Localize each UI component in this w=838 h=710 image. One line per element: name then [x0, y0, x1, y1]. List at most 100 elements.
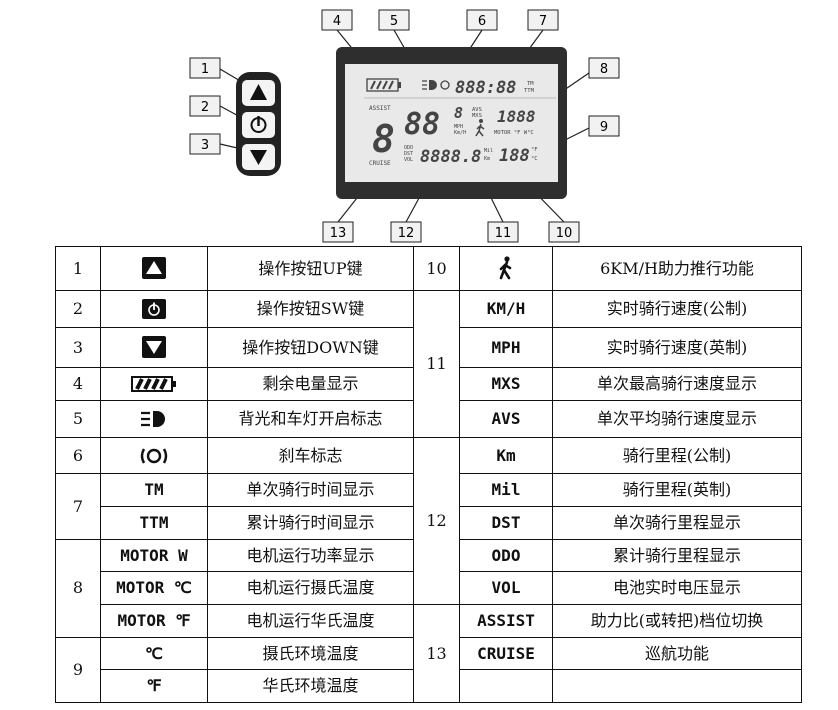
- down-button-icon: [100, 326, 208, 369]
- svg-text:CRUISE: CRUISE: [369, 160, 391, 167]
- row-number: 8: [55, 538, 101, 638]
- callout-13: 13: [330, 226, 347, 241]
- up-triangle-icon: [250, 84, 267, 100]
- svg-text:VOL: VOL: [404, 157, 413, 163]
- row-number: 7: [55, 473, 101, 540]
- svg-text:MPH: MPH: [454, 124, 463, 130]
- row-description: 刹车标志: [207, 436, 414, 475]
- callouts: 1 2 3 4 5 6 7 8 9 10 11 12 13: [189, 9, 620, 243]
- table-row: MOTOR ℃ 电机运行摄氏温度 VOL 电池实时电压显示: [56, 571, 802, 606]
- svg-text:8: 8: [372, 117, 395, 161]
- row-description: 电机运行华氏温度: [207, 604, 414, 638]
- row-description: 实时骑行速度(英制): [552, 326, 802, 369]
- svg-text:°C: °C: [531, 156, 538, 162]
- row-number: 11: [413, 289, 460, 438]
- svg-text:MOTOR °F W°C: MOTOR °F W°C: [494, 130, 534, 136]
- svg-text:ODO: ODO: [404, 145, 413, 151]
- callout-4: 4: [333, 14, 341, 29]
- row-number: 10: [413, 246, 460, 291]
- row-description: 摄氏环境温度: [207, 636, 414, 671]
- row-code: CRUISE: [459, 636, 553, 671]
- down-triangle-icon: [250, 150, 267, 165]
- table-row: ℉ 华氏环境温度: [56, 669, 802, 703]
- row-description: 华氏环境温度: [207, 669, 414, 703]
- svg-text:Mil: Mil: [484, 148, 493, 154]
- row-code: MPH: [459, 326, 553, 369]
- callout-12: 12: [398, 226, 415, 241]
- svg-text:TTM: TTM: [524, 88, 535, 94]
- row-number: 5: [55, 399, 101, 438]
- table-row: 2 操作按钮SW键 11 KM/H 实时骑行速度(公制): [55, 289, 802, 438]
- callout-5: 5: [390, 14, 398, 29]
- power-button-icon: [100, 289, 208, 328]
- row-code: MOTOR ℉: [100, 604, 208, 638]
- row-description: 单次最高骑行速度显示: [552, 367, 802, 401]
- lcd-display: 888:88 TM TTM ASSIST 8 CRUISE 88 8 AVS M…: [336, 47, 567, 199]
- svg-text:AVS: AVS: [472, 107, 482, 113]
- row-description: 骑行里程(英制): [552, 473, 802, 508]
- svg-text:188: 188: [499, 146, 530, 166]
- table-row: 1 操作按钮UP键 10 6KM/H助力推行功能: [55, 246, 802, 291]
- row-description: 电池实时电压显示: [552, 571, 802, 606]
- lcd-headlight-icon: [429, 80, 437, 90]
- row-code: MOTOR W: [100, 538, 208, 573]
- table-row: MOTOR ℉ 电机运行华氏温度 13 ASSIST 助力比(或转把)档位切换: [56, 604, 802, 703]
- row-number: 13: [413, 604, 460, 703]
- row-description: 剩余电量显示: [207, 367, 414, 401]
- callout-10: 10: [556, 226, 573, 241]
- row-number: 3: [55, 326, 101, 369]
- row-number: 6: [55, 436, 101, 475]
- row-code: MOTOR ℃: [100, 571, 208, 606]
- lcd-walk-icon: [475, 119, 485, 137]
- row-description: 累计骑行里程显示: [552, 538, 802, 573]
- row-description: 背光和车灯开启标志: [207, 399, 414, 438]
- row-code: [459, 669, 553, 703]
- callout-3: 3: [201, 138, 209, 153]
- spec-table: 1 操作按钮UP键 10 6KM/H助力推行功能 2 操作按钮SW键 11 KM…: [55, 246, 802, 704]
- callout-11: 11: [495, 226, 512, 241]
- table-row: 8 MOTOR W 电机运行功率显示 ODO 累计骑行里程显示: [55, 538, 802, 638]
- table-row: TTM 累计骑行时间显示 DST 单次骑行里程显示: [56, 506, 802, 540]
- callout-6: 6: [478, 14, 486, 29]
- row-description: 助力比(或转把)档位切换: [552, 604, 802, 638]
- svg-text:88: 88: [404, 107, 440, 142]
- svg-text:°F: °F: [531, 147, 538, 153]
- row-code: TM: [100, 473, 208, 508]
- table-row: 5 背光和车灯开启标志 AVS 单次平均骑行速度显示: [55, 399, 802, 438]
- walk-assist-icon: [459, 246, 553, 291]
- svg-text:888:88: 888:88: [455, 78, 516, 98]
- svg-text:1888: 1888: [497, 107, 536, 126]
- callout-2: 2: [201, 100, 209, 115]
- table-row: 6 刹车标志 12 Km 骑行里程(公制): [55, 436, 802, 606]
- up-button-icon: [100, 246, 208, 291]
- button-pod: [236, 72, 281, 176]
- table-row: 9 ℃ 摄氏环境温度 CRUISE 巡航功能: [55, 636, 802, 704]
- row-number: 9: [55, 636, 101, 704]
- row-description: 实时骑行速度(公制): [552, 289, 802, 328]
- row-code: TTM: [100, 506, 208, 540]
- row-description: 单次骑行时间显示: [207, 473, 414, 508]
- row-code: ODO: [459, 538, 553, 573]
- row-code: MXS: [459, 367, 553, 401]
- table-row: 3 操作按钮DOWN键 MPH 实时骑行速度(英制): [55, 326, 802, 369]
- battery-icon: [100, 367, 208, 401]
- row-description: 单次平均骑行速度显示: [552, 399, 802, 438]
- lcd-diagram: 888:88 TM TTM ASSIST 8 CRUISE 88 8 AVS M…: [189, 9, 620, 243]
- row-description: 电机运行功率显示: [207, 538, 414, 573]
- row-number: 2: [55, 289, 101, 328]
- row-code: VOL: [459, 571, 553, 606]
- row-code: ℃: [100, 636, 208, 671]
- row-number: 4: [55, 367, 101, 401]
- row-description: 骑行里程(公制): [552, 436, 802, 475]
- svg-text:MXS: MXS: [472, 113, 482, 119]
- svg-text:8: 8: [454, 104, 463, 122]
- svg-text:DST: DST: [404, 151, 413, 157]
- row-description: 6KM/H助力推行功能: [552, 246, 802, 291]
- row-code: Mil: [459, 473, 553, 508]
- row-description: 单次骑行里程显示: [552, 506, 802, 540]
- row-description: 操作按钮DOWN键: [207, 326, 414, 369]
- svg-text:ASSIST: ASSIST: [369, 105, 391, 112]
- callout-1: 1: [201, 62, 209, 77]
- row-code: ℉: [100, 669, 208, 703]
- row-description: 巡航功能: [552, 636, 802, 671]
